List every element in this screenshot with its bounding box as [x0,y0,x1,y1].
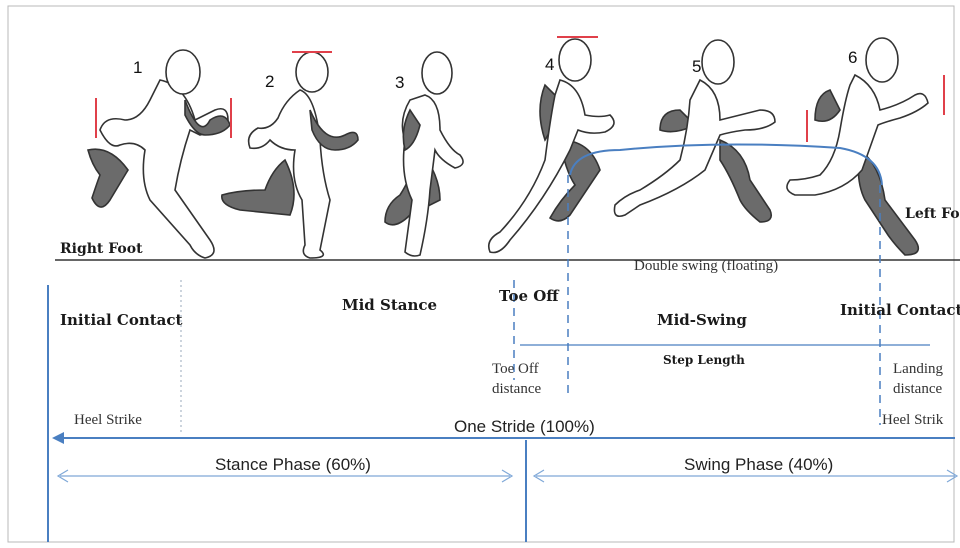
left-foot-label: Left Fo [905,206,960,222]
right-foot-label: Right Foot [60,241,143,257]
toe-off-label: Toe Off [499,287,559,305]
runner-figure-6 [786,37,929,256]
mid-stance-label: Mid Stance [342,296,438,314]
landing-distance-line1: Landing [893,361,943,377]
double-swing-label: Double swing (floating) [634,258,779,274]
landing-distance-line2: distance [893,381,943,397]
stance-phase-arrow [56,469,514,483]
runner-figure-2 [221,51,359,259]
toe-off-distance-line1: Toe Off [492,361,539,377]
frame-border [7,5,955,543]
one-stride-label: One Stride (100%) [450,417,599,437]
figure-number-5: 5 [692,57,702,76]
runner-figure-5 [613,39,776,223]
initial-contact-label: Initial Contact [60,311,183,329]
runner-figure-1 [87,49,231,259]
one-stride-arrow [52,432,955,444]
stance-phase-label: Stance Phase (60%) [215,455,371,474]
red-reference-markers [95,36,945,142]
flight-arc [569,143,883,186]
runner-figure-4 [487,38,615,254]
swing-phase-arrow [532,469,959,483]
step-length-label: Step Length [663,353,745,367]
figure-number-4: 4 [545,55,555,74]
figure-number-2: 2 [265,72,275,91]
swing-phase-label: Swing Phase (40%) [684,455,834,474]
figure-number-3: 3 [395,73,405,92]
heel-strike-right-label: Heel Strik [882,412,944,428]
mid-swing-label: Mid-Swing [657,311,747,329]
heel-strike-label: Heel Strike [74,412,142,428]
figure-number-1: 1 [133,58,143,77]
runner-figure-3 [384,51,464,257]
initial-contact-right-label: Initial Contact [840,301,960,319]
toe-off-distance-line2: distance [492,381,542,397]
figure-number-6: 6 [848,48,858,67]
